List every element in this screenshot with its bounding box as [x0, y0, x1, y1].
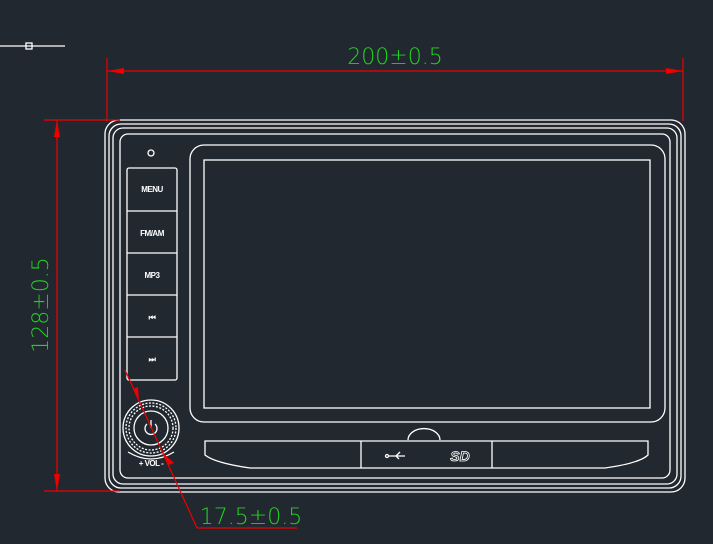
previous-track-icon: ⏮ [149, 313, 156, 322]
ucs-marker [0, 42, 65, 50]
menu-button-label: MENU [141, 185, 163, 194]
height-dimension-text: 128±0.5 [29, 257, 54, 352]
volume-label: + VOL - [139, 459, 164, 468]
port-bar: SD [204, 427, 649, 469]
button-column [126, 167, 178, 381]
width-dimension: 200±0.5 [106, 45, 684, 121]
indicator-led [147, 149, 155, 157]
sd-logo: SD [450, 448, 469, 464]
volume-knob[interactable]: + VOL - [122, 399, 180, 468]
knob-dimension: 17.5±0.5 [124, 369, 302, 530]
display-screen [189, 144, 666, 423]
next-track-icon: ⏭ [149, 355, 157, 364]
width-dimension-text: 200±0.5 [347, 45, 442, 70]
fm-am-button-label: FM/AM [140, 229, 165, 238]
mp3-button-label: MP3 [145, 271, 161, 280]
usb-icon [384, 451, 405, 460]
height-dimension: 128±0.5 [29, 119, 120, 492]
device-bezel [104, 119, 686, 493]
knob-dimension-text: 17.5±0.5 [200, 505, 302, 530]
